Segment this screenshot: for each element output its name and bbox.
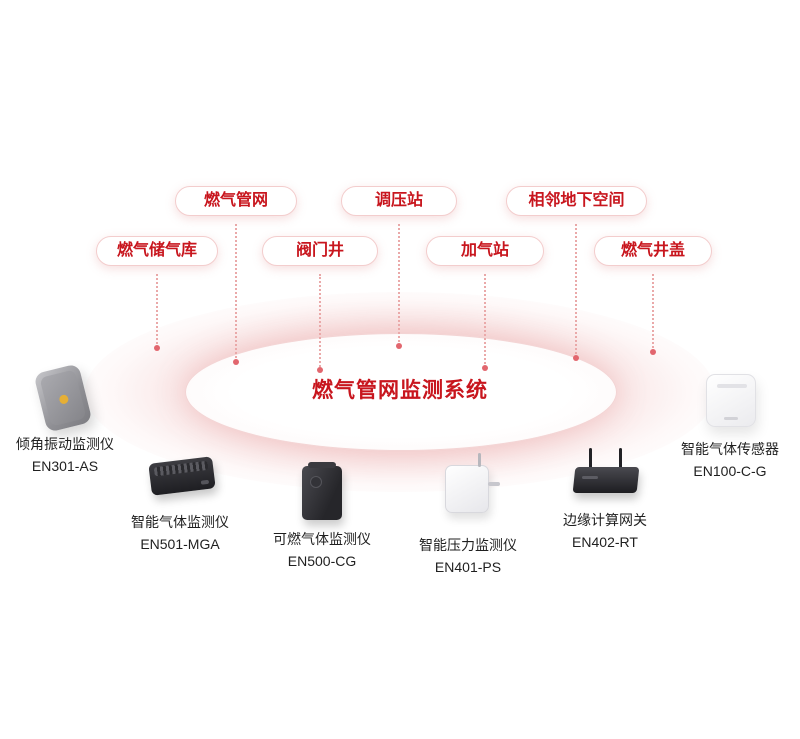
tag-gas-manhole-cover: 燃气井盖 xyxy=(594,236,712,266)
device-name: 倾角振动监测仪 xyxy=(16,436,114,452)
tag-pressure-regulating-station: 调压站 xyxy=(341,186,457,216)
tag-gas-pipeline: 燃气管网 xyxy=(175,186,297,216)
device-label-smart-gas-sensor: 智能气体传感器 EN100-C-G xyxy=(658,438,800,482)
edge-computing-gateway-image xyxy=(572,448,642,494)
tag-valve-well: 阀门井 xyxy=(262,236,378,266)
diagram-title: 燃气管网监测系统 xyxy=(312,379,488,402)
connector-line-gas-manhole-cover xyxy=(650,274,656,355)
tag-adjacent-underground-space: 相邻地下空间 xyxy=(506,186,647,216)
device-model: EN402-RT xyxy=(572,534,638,550)
device-name: 智能气体传感器 xyxy=(681,441,779,457)
tag-gas-filling-station: 加气站 xyxy=(426,236,544,266)
device-label-smart-pressure-monitor: 智能压力监测仪 EN401-PS xyxy=(400,534,536,578)
connector-line-pressure-station xyxy=(396,224,402,349)
device-model: EN500-CG xyxy=(287,553,357,569)
smart-gas-sensor-image xyxy=(706,374,756,427)
device-label-smart-gas-monitor: 智能气体监测仪 EN501-MGA xyxy=(115,511,245,555)
device-label-tilt-vibration-monitor: 倾角振动监测仪 EN301-AS xyxy=(0,433,130,477)
device-model: EN501-MGA xyxy=(140,536,220,552)
tag-gas-storage: 燃气储气库 xyxy=(96,236,218,266)
combustible-gas-monitor-image xyxy=(302,462,342,520)
ellipse-ring xyxy=(185,333,617,451)
device-name: 可燃气体监测仪 xyxy=(273,531,371,547)
device-label-combustible-gas-monitor: 可燃气体监测仪 EN500-CG xyxy=(257,528,387,572)
gateway-body xyxy=(572,467,640,493)
device-name: 边缘计算网关 xyxy=(563,512,647,528)
gateway-led-strip xyxy=(582,476,598,479)
tilt-vibration-monitor-image xyxy=(33,363,93,433)
gateway-antenna-icon xyxy=(589,448,592,469)
device-name: 智能气体监测仪 xyxy=(131,514,229,530)
connector-line-gas-pipeline xyxy=(233,224,239,365)
device-model: EN100-C-G xyxy=(693,463,767,479)
gateway-antenna-icon xyxy=(619,448,622,469)
connector-line-gas-storage xyxy=(154,274,160,351)
smart-pressure-monitor-image xyxy=(445,453,500,513)
connector-line-valve-well xyxy=(317,274,323,373)
device-label-edge-computing-gateway: 边缘计算网关 EN402-RT xyxy=(540,509,670,553)
device-model: EN401-PS xyxy=(434,559,502,575)
connector-line-underground-space xyxy=(573,224,579,361)
connector-line-gas-filling-station xyxy=(482,274,488,371)
smart-gas-monitor-image xyxy=(148,456,216,496)
device-model: EN301-AS xyxy=(31,458,99,474)
device-name: 智能压力监测仪 xyxy=(419,537,517,553)
